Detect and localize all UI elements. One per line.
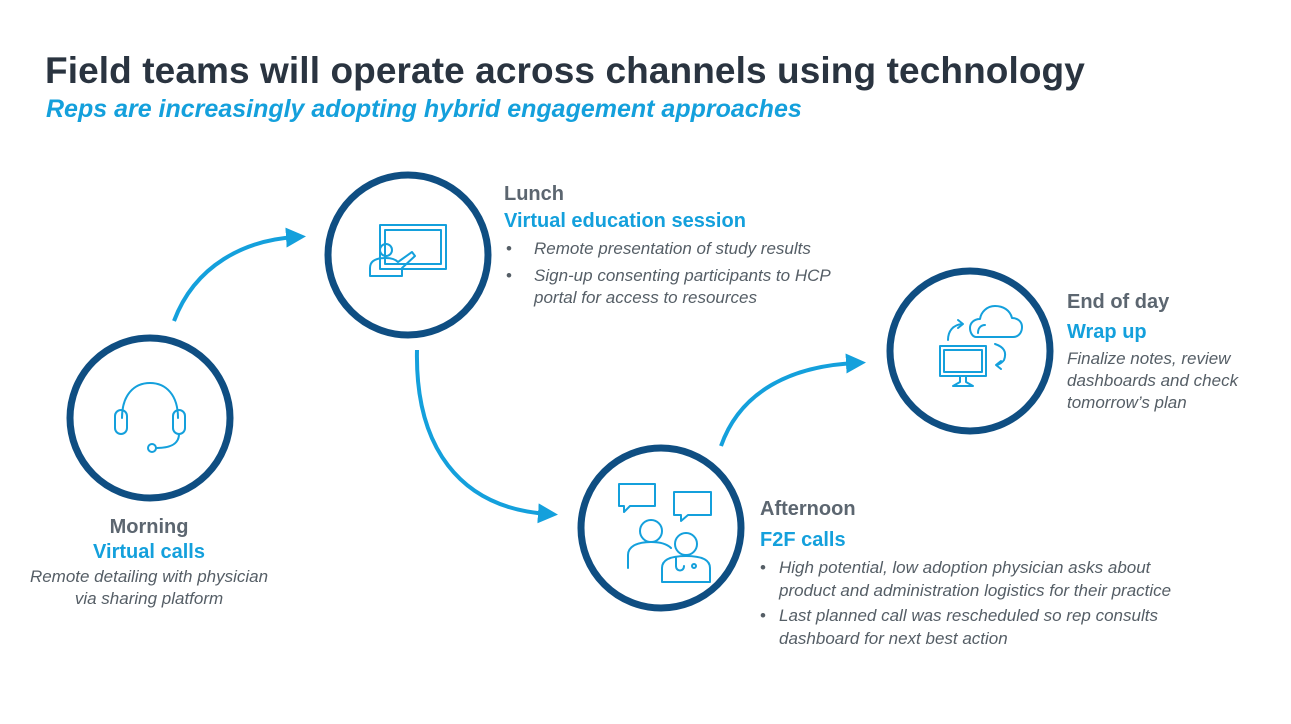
lunch-bullet-item: Remote presentation of study results (504, 238, 844, 261)
morning-node (66, 334, 234, 502)
morning-period-label: Morning (109, 516, 189, 538)
afternoon-node (577, 444, 745, 612)
end-of-day-period-label: End of day (1067, 291, 1170, 313)
doctor-conversation-icon (618, 483, 712, 583)
end-of-day-activity-label: Wrap up (1067, 321, 1147, 343)
end-of-day-description-line: dashboards and check (1067, 371, 1239, 390)
arrow-afternoon-to-endofday (719, 353, 866, 447)
morning-description: Remote detailing with physician via shar… (0, 566, 298, 610)
end-of-day-node (886, 267, 1054, 435)
presentation-board-icon (369, 224, 447, 277)
morning-description-line: Remote detailing with physician (29, 567, 269, 586)
afternoon-period-label: Afternoon (760, 498, 856, 520)
slide-title: Field teams will operate across channels… (45, 50, 1085, 91)
morning-description-line: via sharing platform (74, 589, 224, 608)
afternoon-bullet-item: High potential, low adoption physician a… (760, 557, 1210, 602)
end-of-day-description-line: Finalize notes, review (1067, 349, 1231, 368)
lunch-node (324, 171, 492, 339)
afternoon-bullet-item: Last planned call was rescheduled so rep… (760, 605, 1210, 650)
lunch-bullet-list: Remote presentation of study results Sig… (504, 238, 844, 310)
lunch-period-label: Lunch (504, 183, 564, 205)
lunch-bullet-item: Sign-up consenting participants to HCP p… (504, 265, 844, 310)
headset-icon (114, 382, 186, 453)
end-of-day-text-block: End of day Wrap up Finalize notes, revie… (1067, 291, 1282, 414)
afternoon-text-block: Afternoon F2F calls High potential, low … (760, 498, 1220, 653)
afternoon-bullet-list: High potential, low adoption physician a… (760, 557, 1210, 650)
end-of-day-description-line: tomorrow’s plan (1067, 393, 1187, 412)
end-of-day-description: Finalize notes, review dashboards and ch… (1067, 348, 1282, 414)
slide-subtitle: Reps are increasingly adopting hybrid en… (46, 95, 802, 123)
morning-text-block: Morning Virtual calls Remote detailing w… (0, 516, 298, 610)
afternoon-activity-label: F2F calls (760, 529, 846, 551)
lunch-text-block: Lunch Virtual education session Remote p… (504, 183, 864, 314)
arrow-lunch-to-afternoon (414, 349, 558, 524)
morning-activity-label: Virtual calls (93, 541, 205, 563)
cloud-sync-monitor-icon (939, 305, 1023, 387)
morning-ring (66, 334, 234, 502)
lunch-activity-label: Virtual education session (504, 210, 746, 232)
arrow-morning-to-lunch (172, 227, 306, 322)
